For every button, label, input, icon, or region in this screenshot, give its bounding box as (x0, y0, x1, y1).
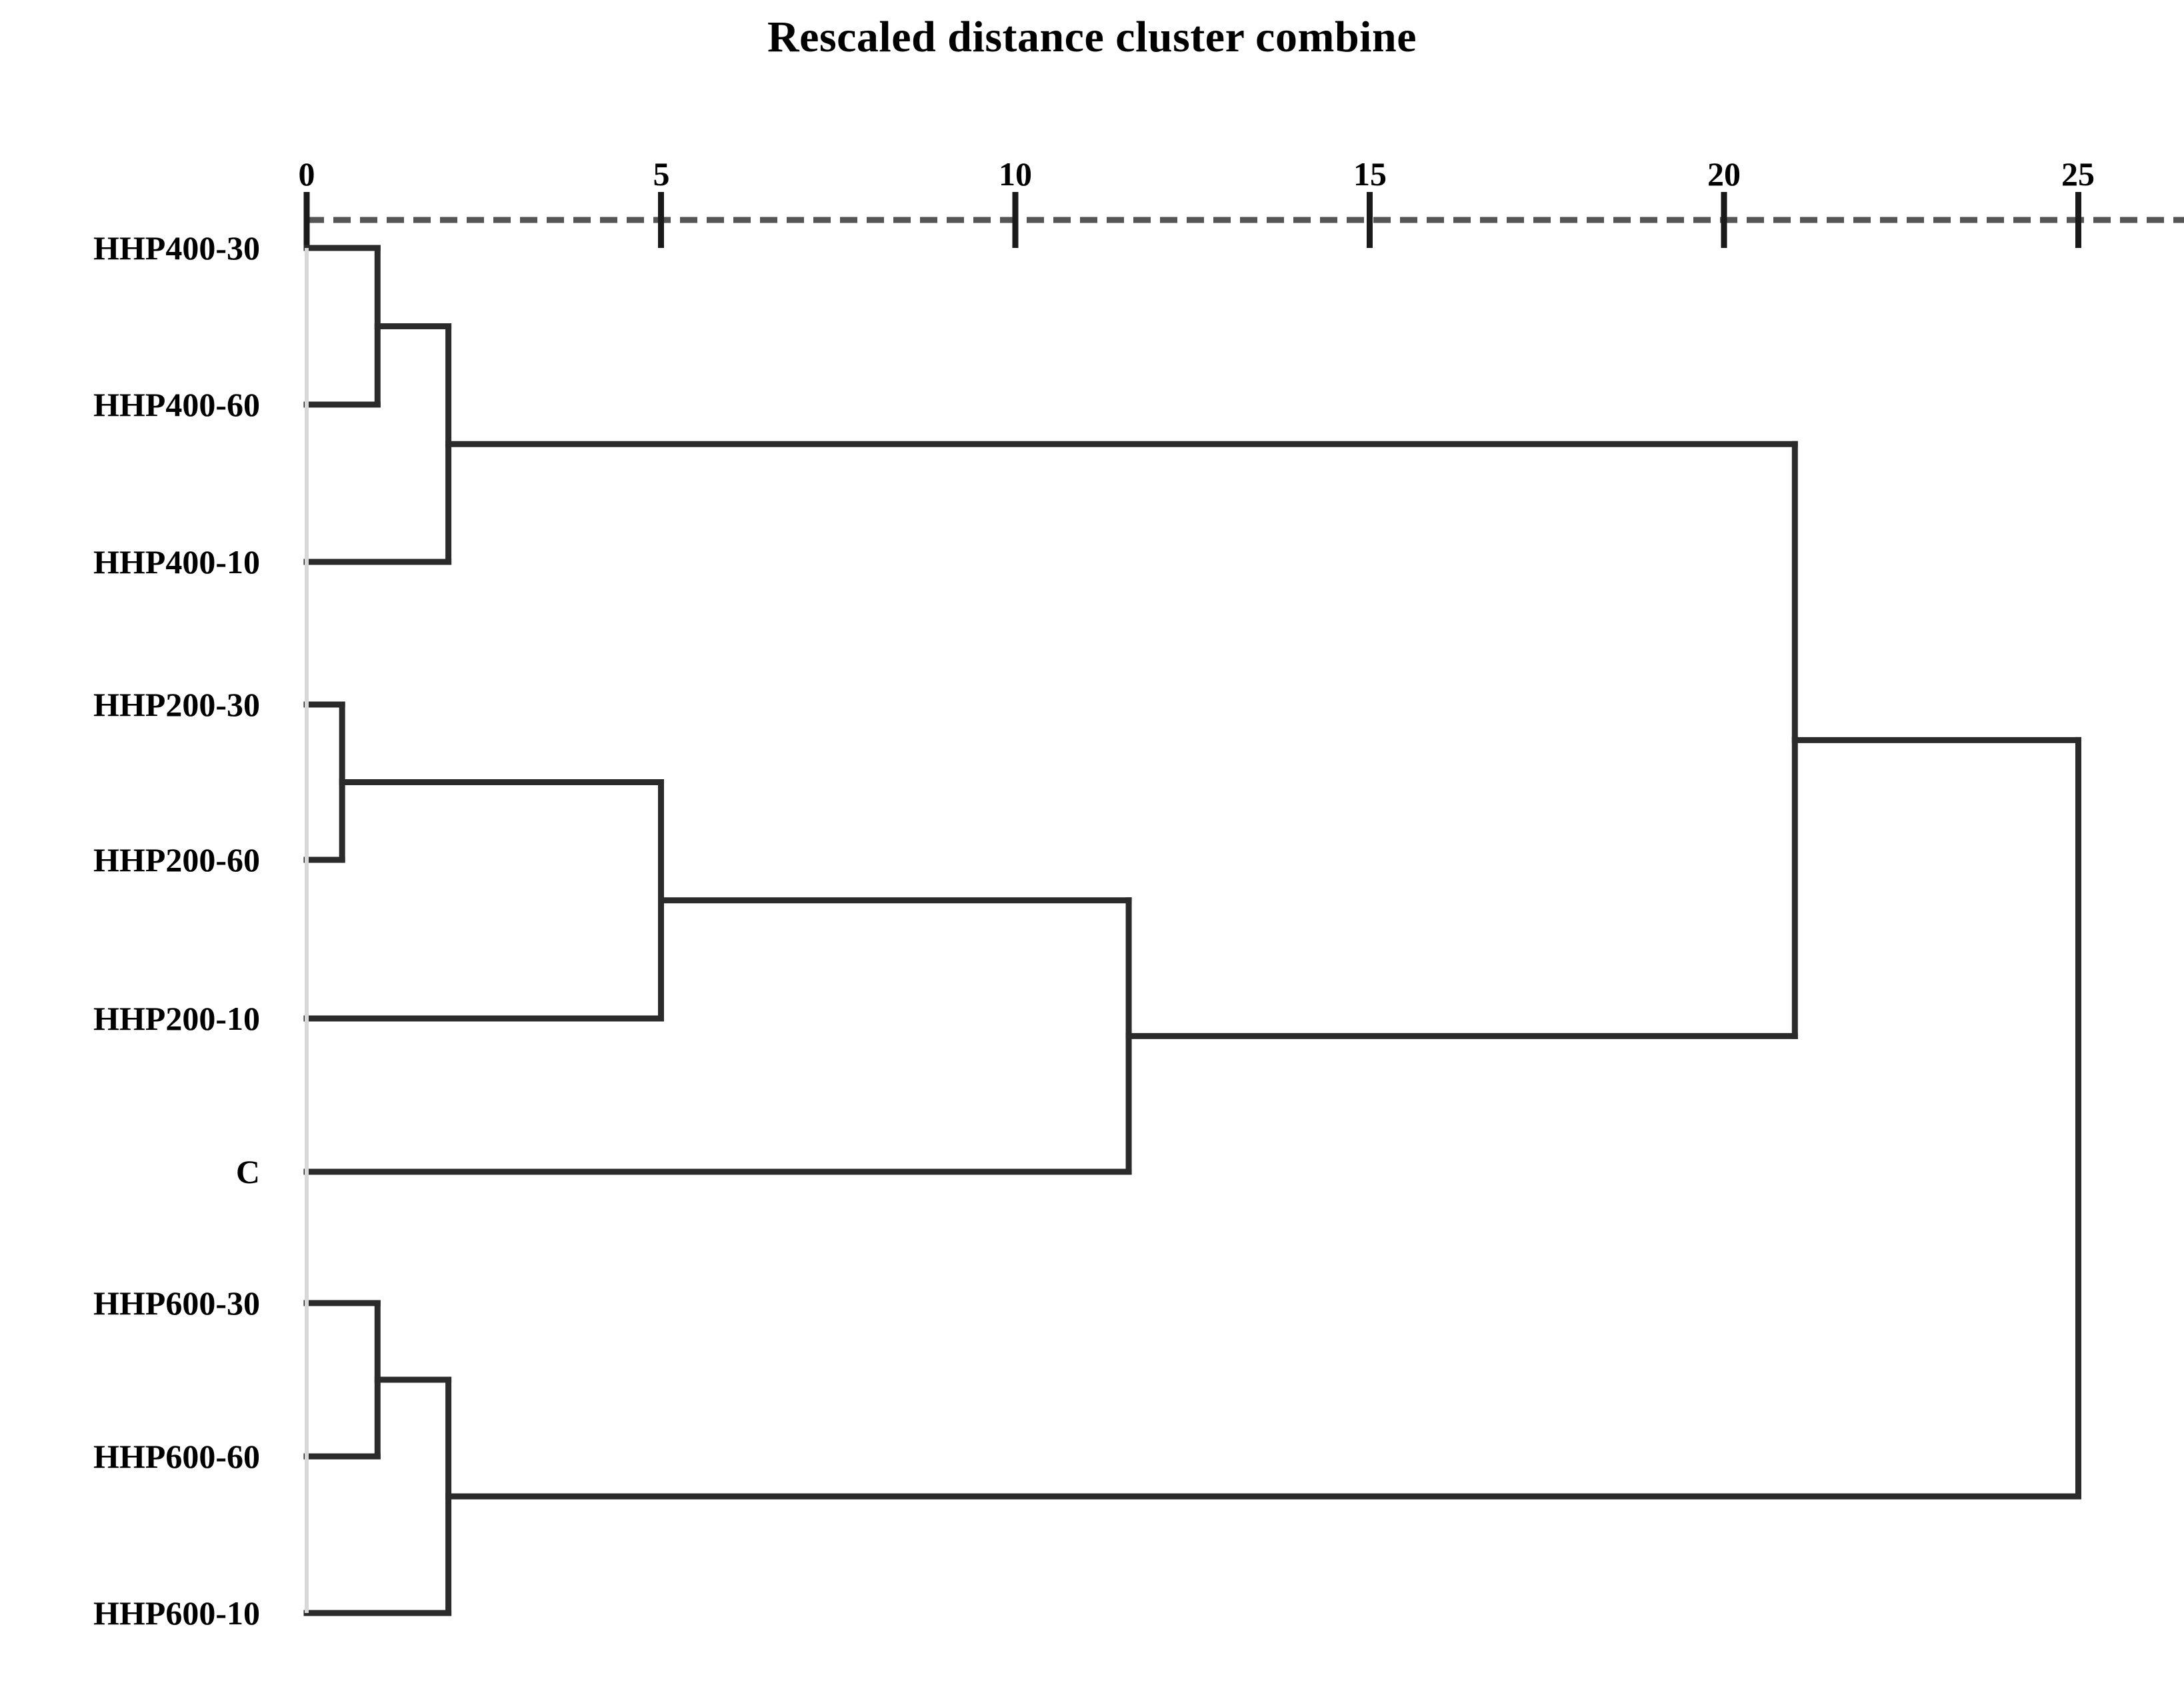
leaf-label-c: C (235, 1153, 260, 1190)
leaf-label-hhp400-30: HHP400-30 (93, 229, 260, 267)
tick-label-5: 5 (653, 155, 670, 193)
tick-label-0: 0 (298, 155, 315, 193)
leaf-label-hhp600-60: HHP600-60 (93, 1438, 260, 1475)
chart-title: Rescaled distance cluster combine (767, 13, 1417, 61)
leaf-label-hhp400-10: HHP400-10 (93, 543, 260, 581)
leaf-label-hhp600-30: HHP600-30 (93, 1284, 260, 1322)
tick-label-25: 25 (2061, 155, 2095, 193)
tick-label-20: 20 (1707, 155, 1741, 193)
leaf-label-hhp200-10: HHP200-10 (93, 1000, 260, 1037)
leaf-label-hhp400-60: HHP400-60 (93, 386, 260, 423)
leaf-label-hhp200-30: HHP200-30 (93, 686, 260, 723)
tick-label-15: 15 (1353, 155, 1387, 193)
leaf-label-hhp600-10: HHP600-10 (93, 1594, 260, 1632)
leaf-label-hhp200-60: HHP200-60 (93, 841, 260, 878)
tick-label-10: 10 (999, 155, 1032, 193)
